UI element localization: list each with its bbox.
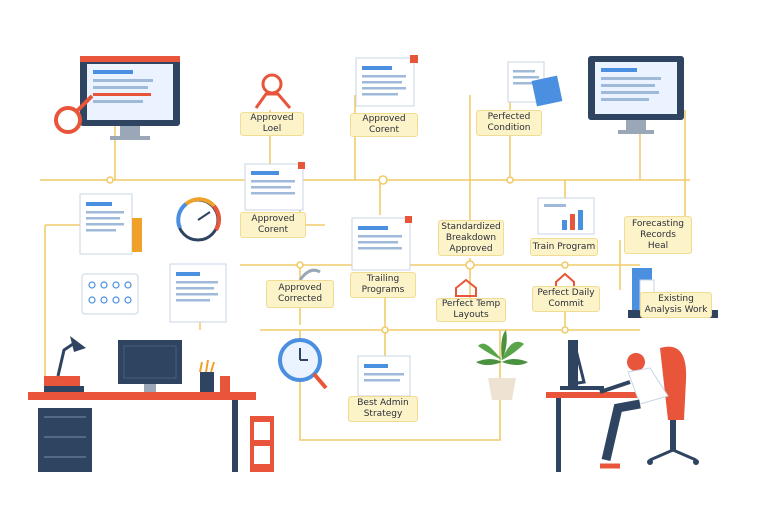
plant-icon (476, 330, 528, 400)
document-check-icon (244, 162, 305, 211)
document-icon-top (355, 55, 418, 107)
desk-left (28, 336, 256, 472)
clock-magnifier-icon (278, 338, 328, 390)
bar-chart-icon (537, 197, 595, 235)
desk-right (546, 340, 699, 472)
person-icon (254, 73, 292, 109)
label-approved-corent-mid: Approved Corent (240, 212, 306, 238)
document-icon-bottom (357, 355, 411, 397)
label-trailing-programs: Trailing Programs (350, 272, 416, 298)
document-icon-center (351, 216, 412, 271)
label-existing-analysis: Existing Analysis Work (640, 292, 712, 318)
label-forecasting-records: Forecasting Records Heal (624, 216, 692, 254)
connector-nodes (106, 175, 569, 334)
label-approved-loel: Approved Loel (240, 112, 304, 136)
gauge-icon (176, 197, 222, 242)
icon-grid-card (81, 273, 139, 315)
connector-lines (40, 69, 690, 441)
clipboard-icon (250, 416, 274, 472)
label-best-admin-strategy: Best Admin Strategy (348, 396, 418, 422)
label-train-program: Train Program (530, 238, 598, 256)
label-approved-corrected: Approved Corrected (266, 280, 334, 308)
label-perfected-condition: Perfected Condition (476, 110, 542, 136)
label-perfect-daily-commit: Perfect Daily Commit (532, 286, 600, 312)
label-perfect-templates: Perfect Temp Layouts (436, 298, 506, 322)
papers-icon (507, 61, 563, 107)
monitor-icon-right (588, 56, 684, 134)
monitor-magnifier-icon (54, 56, 180, 140)
house-icon-1 (455, 278, 477, 297)
arrow-icon (298, 268, 321, 281)
document-icon-mid (169, 263, 227, 323)
label-standard-proposal: Standardized Breakdown Approved (438, 220, 504, 256)
document-icon-left (79, 193, 142, 255)
label-approved-corent-top: Approved Corent (350, 113, 418, 137)
